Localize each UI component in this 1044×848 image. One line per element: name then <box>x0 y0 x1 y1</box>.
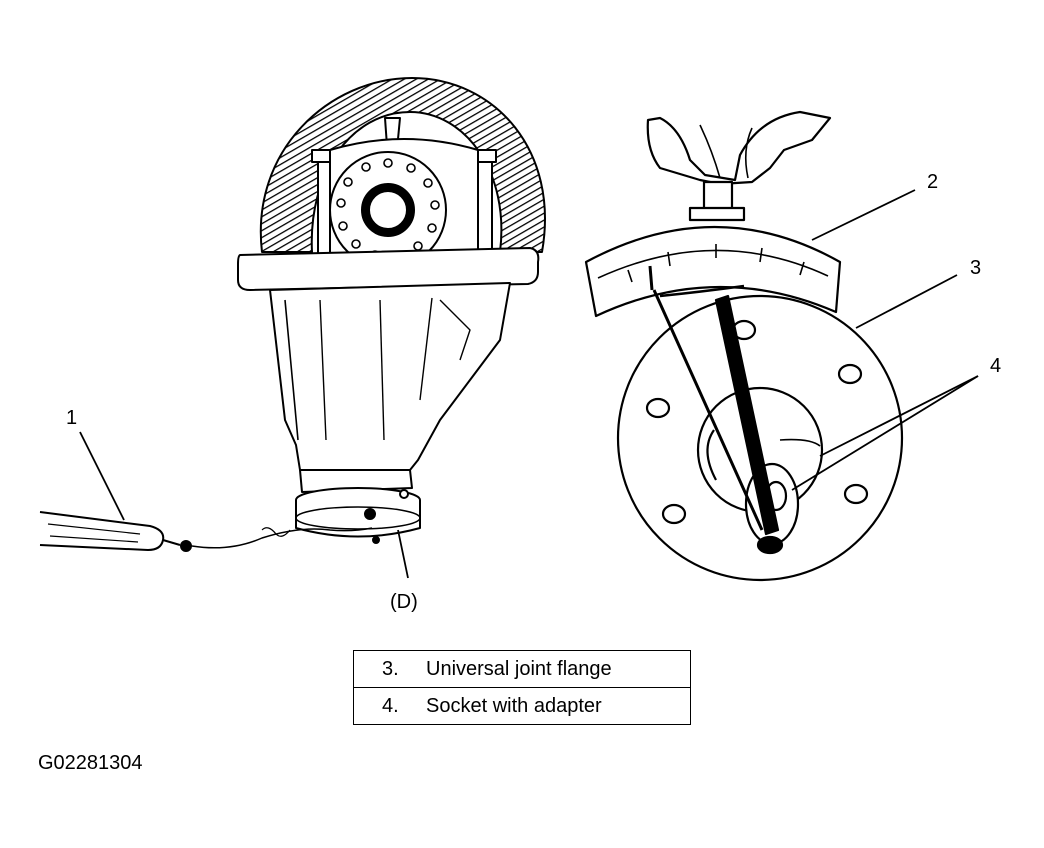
callout-d: (D) <box>390 591 418 613</box>
carrier-flange <box>237 247 540 291</box>
legend-row: 4. Socket with adapter <box>353 687 691 725</box>
callout-4-leader-a <box>819 375 979 457</box>
legend-cell: 3. Universal joint flange <box>353 650 691 688</box>
callout-2-leader <box>811 189 916 241</box>
spring-scale <box>39 511 192 552</box>
wrap-cord <box>191 527 373 549</box>
torque-dial <box>584 226 842 318</box>
legend-number: 4. <box>382 694 399 717</box>
legend-table: 3. Universal joint flange 4. Socket with a… <box>353 650 691 725</box>
housing <box>269 282 511 471</box>
callout-1: 1 <box>66 407 77 429</box>
callout-2: 2 <box>927 171 938 193</box>
wrench-beam <box>714 294 780 536</box>
callout-3: 3 <box>970 257 981 279</box>
hand <box>646 110 832 186</box>
callout-4-leader-b <box>791 375 979 491</box>
legend-cell: 4. Socket with adapter <box>353 687 691 725</box>
legend-row: 3. Universal joint flange <box>353 650 691 688</box>
legend-label: Socket with adapter <box>426 694 602 717</box>
callout-3-leader <box>855 274 958 329</box>
differential-carrier-illustration <box>39 77 546 552</box>
legend-number: 3. <box>382 657 399 680</box>
figure-id: G02281304 <box>38 752 143 774</box>
callout-d-leader <box>397 529 409 579</box>
ring-gear <box>259 77 546 253</box>
torque-measurement-illustration <box>584 110 904 582</box>
legend-label: Universal joint flange <box>426 657 612 680</box>
callout-4: 4 <box>990 355 1001 377</box>
callout-1-leader <box>79 431 125 521</box>
